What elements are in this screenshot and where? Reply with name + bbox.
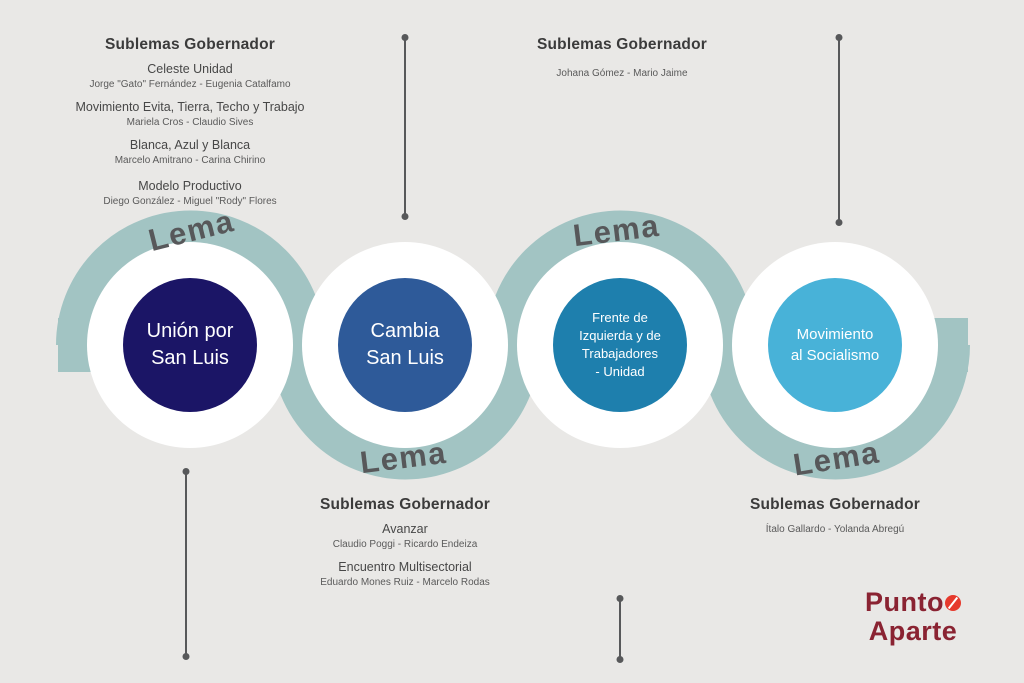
sublemas-block-bottom-right: Sublemas Gobernador Ítalo Gallardo - Yol… (685, 496, 985, 535)
sublema-candidates: Diego González - Miguel "Rody" Flores (103, 196, 277, 207)
sublema-candidates: Marcelo Amitrano - Carina Chirino (114, 155, 266, 166)
sublemas-block-top-left: Sublemas Gobernador Celeste Unidad Jorge… (28, 36, 352, 207)
sublema-entry: Ítalo Gallardo - Yolanda Abregú (685, 524, 985, 535)
sublemas-title: Sublemas Gobernador (536, 36, 708, 53)
sublemas-title: Sublemas Gobernador (319, 496, 491, 513)
sublema-entry: Modelo Productivo Diego González - Migue… (28, 179, 352, 207)
party-circle-union-por-san-luis: Unión por San Luis (87, 242, 293, 448)
sublema-name: Celeste Unidad (147, 62, 233, 76)
sublemas-title: Sublemas Gobernador (749, 496, 921, 513)
sublema-entry: Avanzar Claudio Poggi - Ricardo Endeiza (255, 522, 555, 550)
party-circle-frente-de-izquierda: Frente de Izquierda y de Trabajadores - … (517, 242, 723, 448)
sublema-name: Modelo Productivo (138, 179, 242, 193)
sublemas-title: Sublemas Gobernador (104, 36, 276, 53)
party-circle-label: Unión por San Luis (123, 278, 257, 412)
sublema-name: Encuentro Multisectorial (338, 560, 472, 574)
party-circle-cambia-san-luis: Cambia San Luis (302, 242, 508, 448)
logo-word-aparte: Aparte (868, 616, 958, 647)
sublema-candidates: Claudio Poggi - Ricardo Endeiza (332, 539, 478, 550)
sublema-candidates: Mariela Cros - Claudio Sives (126, 117, 254, 128)
sublema-entry: Blanca, Azul y Blanca Marcelo Amitrano -… (28, 138, 352, 166)
connector-line-top-left (404, 37, 406, 217)
sublema-entry: Encuentro Multisectorial Eduardo Mones R… (255, 560, 555, 588)
connector-line-bottom-mid (619, 598, 621, 660)
sublemas-block-top-right: Sublemas Gobernador Johana Gómez - Mario… (472, 36, 772, 79)
punto-aparte-logo: Punto Aparte (843, 587, 983, 647)
sublema-candidates: Ítalo Gallardo - Yolanda Abregú (765, 524, 905, 535)
sublema-entry: Movimiento Evita, Tierra, Techo y Trabaj… (28, 100, 352, 128)
sublema-entry: Celeste Unidad Jorge "Gato" Fernández - … (28, 62, 352, 90)
sublema-candidates: Johana Gómez - Mario Jaime (556, 68, 688, 79)
party-circle-label: Cambia San Luis (338, 278, 472, 412)
party-circle-movimiento-al-socialismo: Movimiento al Socialismo (732, 242, 938, 448)
sublema-name: Blanca, Azul y Blanca (129, 138, 251, 152)
logo-word-punto: Punto (865, 587, 944, 617)
party-circle-label: Frente de Izquierda y de Trabajadores - … (553, 278, 687, 412)
party-circle-label: Movimiento al Socialismo (768, 278, 902, 412)
logo-dot-icon (944, 595, 961, 611)
sublemas-block-bottom-center: Sublemas Gobernador Avanzar Claudio Pogg… (255, 496, 555, 588)
connector-line-bottom-left (185, 471, 187, 657)
sublema-name: Movimiento Evita, Tierra, Techo y Trabaj… (75, 100, 305, 114)
connector-line-top-right (838, 37, 840, 223)
sublema-name: Avanzar (382, 522, 428, 536)
sublema-candidates: Jorge "Gato" Fernández - Eugenia Catalfa… (89, 79, 291, 90)
sublema-entry: Johana Gómez - Mario Jaime (472, 68, 772, 79)
sublema-candidates: Eduardo Mones Ruiz - Marcelo Rodas (320, 577, 490, 588)
